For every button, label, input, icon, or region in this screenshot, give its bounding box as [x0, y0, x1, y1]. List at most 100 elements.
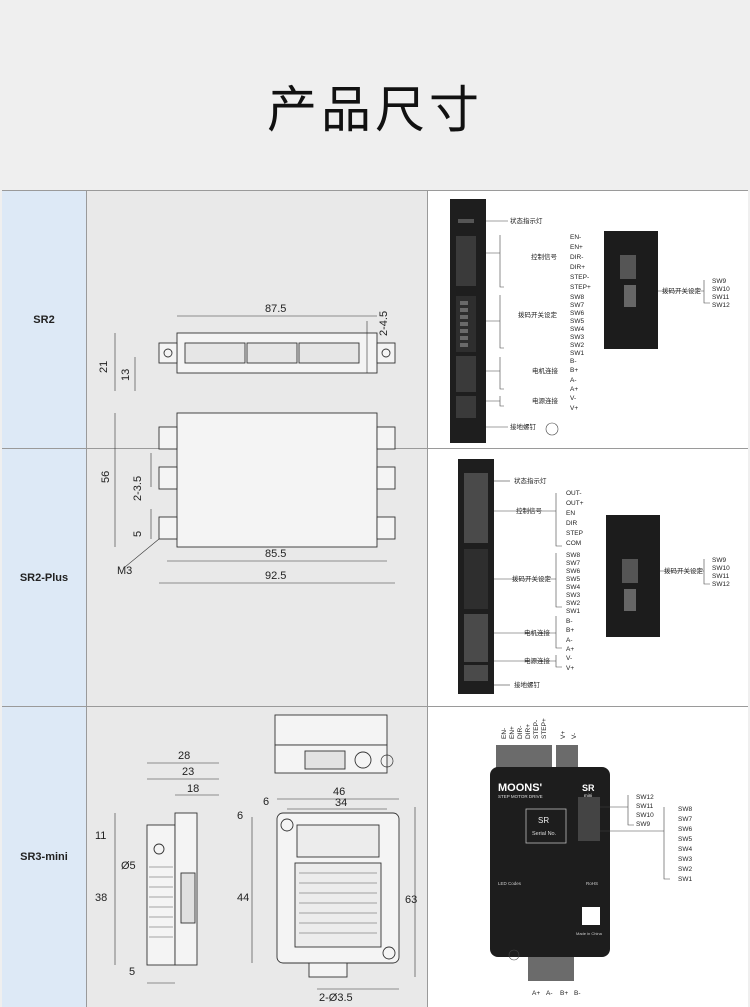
- power-label: 电源连接: [532, 396, 559, 405]
- dim-34: 34: [335, 797, 347, 809]
- model-label: SR2-Plus: [2, 449, 87, 706]
- control-signal-label: 控制信号: [531, 252, 558, 261]
- signal-label: DIR-: [570, 254, 583, 261]
- sw-label: SW12: [636, 794, 654, 801]
- top-pin-label: DIR+: [525, 724, 532, 739]
- sw-label: SW5: [678, 836, 692, 843]
- page-title: 产品尺寸: [267, 81, 483, 139]
- sr3-mini-dimension-drawing: 28 23 18 46 6 34 11 Ø5 38 6 44 63 5 2-Ø3…: [95, 714, 417, 1004]
- dim-5: 5: [132, 531, 144, 537]
- sw-label: SW4: [566, 584, 580, 591]
- motor-pin: B+: [566, 627, 574, 634]
- dim-holes: 2-Ø3.5: [319, 992, 353, 1004]
- photo-sr2: 状态指示灯 控制信号 EN- EN+ DIR- DIR+ STEP- STEP+…: [428, 191, 748, 448]
- motor-pin: A-: [566, 637, 573, 644]
- side-sw-label: SW10: [712, 565, 730, 572]
- dim-2-3-5: 2-3.5: [132, 476, 144, 501]
- status-led-mark: [458, 219, 474, 223]
- sw-label: SW7: [678, 816, 692, 823]
- signal-label: STEP: [566, 530, 583, 537]
- power-label: 电源连接: [524, 656, 551, 665]
- control-signal-label: 控制信号: [516, 506, 543, 515]
- model-label: SR2: [2, 191, 87, 448]
- motor-label: 电机连接: [524, 628, 551, 637]
- sw-label: SW1: [570, 350, 584, 357]
- rohs-label: RoHS: [586, 881, 598, 886]
- sr-mark: SR: [582, 783, 595, 793]
- sw-label: SW1: [566, 608, 580, 615]
- power-pin: V+: [570, 405, 578, 412]
- sw-label: SW3: [566, 592, 580, 599]
- ground-label: 接地螺钉: [514, 680, 541, 689]
- dim-2-4-5: 2-4.5: [378, 311, 390, 336]
- sr2-dimension-drawing: 87.5 2-4.5 21 13 56 2-3.5 5 M3 85.5 92.5: [98, 303, 396, 584]
- sw-label: SW4: [678, 846, 692, 853]
- top-pin-label: V+: [560, 731, 567, 739]
- photo-sr3-mini: MOONS' STEP MOTOR DRIVE SR mini SR Seria…: [428, 707, 748, 1007]
- side-sw-label: SW9: [712, 557, 726, 564]
- led-codes-label: LED Codes: [498, 881, 522, 886]
- signal-label: STEP-: [570, 274, 589, 281]
- motor-pin: A+: [566, 646, 574, 653]
- drawing-sr2: [87, 191, 428, 448]
- signal-label: COM: [566, 540, 581, 547]
- sr2-plus-front-photo: 状态指示灯 控制信号 OUT- OUT+ EN DIR STEP COM 拨码开…: [458, 459, 730, 694]
- top-pin-label: STEP-: [533, 720, 540, 739]
- dim-5: 5: [129, 966, 135, 978]
- dim-18: 18: [187, 783, 199, 795]
- row-sr3-mini: SR3-mini: [2, 707, 748, 1007]
- sw-label: SW8: [678, 806, 692, 813]
- sw-label: SW2: [570, 342, 584, 349]
- dim-38: 38: [95, 892, 107, 904]
- sw-label: SW5: [570, 318, 584, 325]
- signal-label: OUT+: [566, 500, 584, 507]
- signal-label: EN+: [570, 244, 583, 251]
- sw-label: SW8: [570, 294, 584, 301]
- dim-6-vertical: 6: [237, 810, 243, 822]
- top-pin-label: DIR-: [517, 726, 524, 739]
- sw-label: SW11: [636, 803, 654, 810]
- sr2-front-photo: 状态指示灯 控制信号 EN- EN+ DIR- DIR+ STEP- STEP+…: [450, 199, 730, 443]
- top-pin-label: V-: [571, 733, 578, 739]
- dim-46: 46: [333, 786, 345, 798]
- bottom-pin-label: B+: [560, 990, 568, 997]
- brand-subtitle: STEP MOTOR DRIVE: [498, 794, 543, 799]
- motor-pin: A+: [570, 386, 578, 393]
- power-pin: V-: [570, 395, 576, 402]
- dim-92-5: 92.5: [265, 570, 286, 582]
- serial-label: Serial No.: [532, 831, 557, 837]
- mini-mark: mini: [584, 793, 592, 798]
- motor-label: 电机连接: [532, 366, 559, 375]
- dim-56: 56: [100, 471, 112, 483]
- top-pin-label: STEP+: [541, 718, 548, 739]
- brand-logo: MOONS': [498, 782, 543, 794]
- dip-setting-label: 拨码开关设定: [518, 310, 558, 319]
- power-pin: V+: [566, 665, 574, 672]
- signal-label: EN: [566, 510, 575, 517]
- dim-44: 44: [237, 892, 249, 904]
- sw-label: SW4: [570, 326, 584, 333]
- sw-label: SW6: [570, 310, 584, 317]
- power-connector: [556, 745, 578, 773]
- sw-label: SW7: [566, 560, 580, 567]
- drawing-sr3-mini: 28 23 18 46 6 34 11 Ø5 38 6 44 63 5 2-Ø3…: [87, 707, 428, 1007]
- bottom-pin-label: A+: [532, 990, 540, 997]
- made-in-label: Made in China: [576, 931, 603, 936]
- sw-label: SW3: [678, 856, 692, 863]
- motor-pin: B+: [570, 367, 578, 374]
- dim-28: 28: [178, 750, 190, 762]
- ground-icon: [508, 949, 520, 961]
- dim-23: 23: [182, 766, 194, 778]
- motor-pin: A-: [570, 377, 577, 384]
- sw-label: SW7: [570, 302, 584, 309]
- dim-11: 11: [95, 830, 106, 842]
- sw-label: SW2: [678, 866, 692, 873]
- signal-label: DIR+: [570, 264, 585, 271]
- photo-sr2-plus: 状态指示灯 控制信号 OUT- OUT+ EN DIR STEP COM 拨码开…: [428, 449, 748, 706]
- dimension-table: SR2: [2, 190, 748, 1007]
- model-label: SR3-mini: [2, 707, 87, 1007]
- side-sw-label: SW10: [712, 286, 730, 293]
- side-sw-label: SW12: [712, 581, 730, 588]
- dim-13: 13: [120, 369, 132, 381]
- motor-pin: B-: [566, 618, 573, 625]
